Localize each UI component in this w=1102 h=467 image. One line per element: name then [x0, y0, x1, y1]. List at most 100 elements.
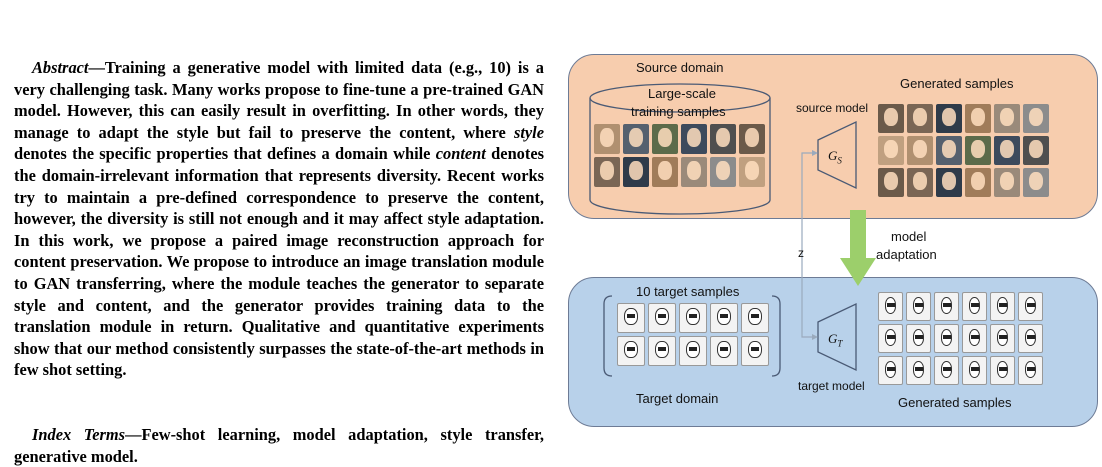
sketch-face-thumbnail [710, 303, 738, 333]
gs-subscript: S [837, 155, 842, 166]
sketch-face-thumbnail [1018, 356, 1043, 385]
gt-subscript: T [837, 338, 843, 349]
target-sample-faces [617, 303, 769, 366]
sketch-face-thumbnail [679, 336, 707, 366]
index-terms-lead: Index Terms [32, 425, 126, 444]
gt-letter: G [828, 331, 838, 346]
target-generator-label: GT [828, 331, 842, 349]
figure-diagram [589, 83, 876, 377]
sketch-face-thumbnail [906, 292, 931, 321]
sketch-face-thumbnail [906, 356, 931, 385]
dataset-cylinder [589, 83, 771, 215]
sketch-face-thumbnail [741, 303, 769, 333]
sketch-face-thumbnail [648, 336, 676, 366]
sketch-face-thumbnail [679, 303, 707, 333]
sketch-face-thumbnail [617, 303, 645, 333]
method-figure: Source domain Large-scale training sampl… [560, 50, 1100, 430]
photo-face-thumbnail [965, 104, 991, 133]
target-model-label: target model [798, 379, 865, 393]
gs-letter: G [828, 148, 838, 163]
photo-face-thumbnail [936, 104, 962, 133]
photo-face-thumbnail [936, 168, 962, 197]
source-generator-shape [817, 120, 857, 190]
photo-face-thumbnail [1023, 104, 1049, 133]
photo-face-thumbnail [965, 136, 991, 165]
abstract: Abstract—Training a generative model wit… [14, 57, 544, 381]
target-domain-label: Target domain [636, 391, 719, 406]
generated-source-faces [878, 104, 1049, 197]
generated-samples-top-label: Generated samples [900, 76, 1014, 91]
photo-face-thumbnail [907, 168, 933, 197]
abstract-style-word: style [513, 122, 544, 142]
z-connector [801, 152, 816, 338]
sketch-face-thumbnail [906, 324, 931, 353]
sketch-face-thumbnail [741, 336, 769, 366]
photo-face-thumbnail [878, 104, 904, 133]
large-scale-label-line1: Large-scale [648, 86, 716, 101]
z-label: z [798, 246, 804, 260]
photo-face-thumbnail [739, 157, 765, 187]
photo-face-thumbnail [623, 124, 649, 154]
abstract-text-2: denotes the specific properties that def… [14, 144, 436, 164]
sketch-face-thumbnail [934, 356, 959, 385]
photo-face-thumbnail [907, 104, 933, 133]
abstract-text-1: Training a generative model with limited… [14, 58, 544, 142]
source-generator-label: GS [828, 148, 842, 166]
model-adaptation-line2: adaptation [876, 247, 937, 262]
photo-face-thumbnail [710, 124, 736, 154]
photo-face-thumbnail [994, 136, 1020, 165]
photo-face-thumbnail [623, 157, 649, 187]
photo-face-thumbnail [652, 157, 678, 187]
abstract-dash: — [88, 58, 105, 77]
sketch-face-thumbnail [1018, 292, 1043, 321]
sketch-face-thumbnail [990, 292, 1015, 321]
model-adaptation-arrow [840, 210, 876, 286]
index-terms-text: Few-shot learning, model adaptation, sty… [14, 425, 544, 466]
photo-face-thumbnail [907, 136, 933, 165]
sketch-face-thumbnail [962, 356, 987, 385]
generated-samples-bottom-label: Generated samples [898, 395, 1012, 410]
photo-face-thumbnail [594, 157, 620, 187]
sketch-face-thumbnail [1018, 324, 1043, 353]
abstract-text-3: denotes the domain-irrelevant informatio… [14, 144, 544, 380]
target-samples-label: 10 target samples [636, 284, 740, 299]
photo-face-thumbnail [1023, 136, 1049, 165]
photo-face-thumbnail [994, 168, 1020, 197]
abstract-content-word: content [435, 144, 486, 164]
sketch-face-thumbnail [934, 292, 959, 321]
photo-face-thumbnail [681, 157, 707, 187]
sketch-face-thumbnail [648, 303, 676, 333]
source-domain-label: Source domain [636, 60, 724, 75]
sketch-face-thumbnail [878, 324, 903, 353]
sketch-face-thumbnail [990, 324, 1015, 353]
sketch-face-thumbnail [710, 336, 738, 366]
photo-face-thumbnail [594, 124, 620, 154]
model-adaptation-line1: model [891, 229, 927, 244]
photo-face-thumbnail [710, 157, 736, 187]
photo-face-thumbnail [965, 168, 991, 197]
source-training-faces [594, 124, 765, 187]
target-generator-shape [817, 302, 857, 372]
index-terms-dash: — [125, 425, 142, 444]
sketch-face-thumbnail [878, 292, 903, 321]
generated-target-faces [878, 292, 1043, 385]
sketch-face-thumbnail [990, 356, 1015, 385]
sketch-face-thumbnail [934, 324, 959, 353]
source-model-label: source model [796, 101, 869, 115]
photo-face-thumbnail [936, 136, 962, 165]
photo-face-thumbnail [878, 136, 904, 165]
photo-face-thumbnail [739, 124, 765, 154]
photo-face-thumbnail [652, 124, 678, 154]
large-scale-label-line2: training samples [631, 104, 726, 119]
index-terms: Index Terms—Few-shot learning, model ada… [14, 424, 544, 467]
photo-face-thumbnail [1023, 168, 1049, 197]
target-samples-bracket [603, 295, 781, 377]
sketch-face-thumbnail [878, 356, 903, 385]
photo-face-thumbnail [681, 124, 707, 154]
sketch-face-thumbnail [962, 324, 987, 353]
sketch-face-thumbnail [617, 336, 645, 366]
sketch-face-thumbnail [962, 292, 987, 321]
photo-face-thumbnail [878, 168, 904, 197]
abstract-lead: Abstract [32, 58, 89, 77]
photo-face-thumbnail [994, 104, 1020, 133]
